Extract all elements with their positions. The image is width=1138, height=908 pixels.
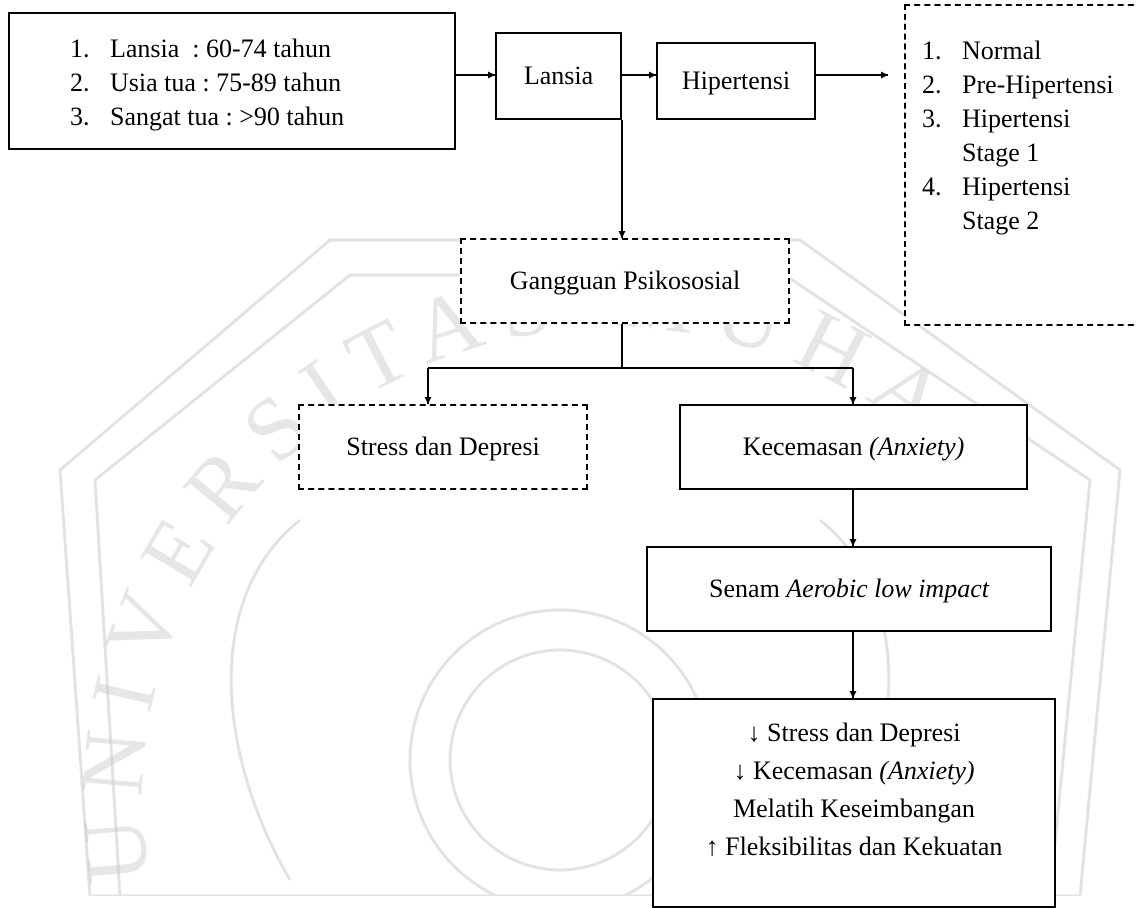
psikososial-box: Gangguan Psikososial — [460, 238, 790, 324]
stress-depresi-box: Stress dan Depresi — [298, 404, 588, 490]
lansia-box: Lansia — [495, 32, 622, 120]
age-category-box: 1.Lansia : 60-74 tahun 2.Usia tua : 75-8… — [8, 12, 456, 150]
outcome-flexibility-line: ↑ Fleksibilitas dan Kekuatan — [705, 832, 1003, 861]
stage-item-1: 1.Normal — [922, 36, 1042, 65]
watermark-outline — [58, 238, 1122, 896]
stress-depresi-label: Stress dan Depresi — [346, 432, 540, 461]
outcome-balance-line: Melatih Keseimbangan — [733, 794, 975, 823]
stage-item-4: 4.Hipertensi Stage 2 — [922, 172, 1071, 235]
psikososial-label: Gangguan Psikososial — [509, 266, 741, 295]
hipertensi-label: Hipertensi — [681, 66, 791, 95]
age-item-3: 3.Sangat tua : >90 tahun — [70, 102, 345, 131]
outcome-box: ↓ Stress dan Depresi ↓ Kecemasan (Anxiet… — [652, 698, 1056, 908]
down-arrow-icon: ↓ — [733, 756, 747, 785]
anxiety-label: Kecemasan (Anxiety) — [742, 432, 965, 461]
hipertensi-box: Hipertensi — [656, 42, 816, 120]
up-arrow-icon: ↑ — [705, 832, 719, 861]
age-item-1: 1.Lansia : 60-74 tahun — [70, 34, 331, 63]
stage-item-2: 2.Pre-Hipertensi — [922, 70, 1114, 99]
outcome-anxiety-line: ↓ Kecemasan (Anxiety) — [733, 756, 975, 785]
hypertension-stage-box: 1.Normal 2.Pre-Hipertensi 3.Hipertensi S… — [904, 4, 1138, 326]
stage-item-3: 3.Hipertensi Stage 1 — [922, 104, 1071, 167]
down-arrow-icon: ↓ — [747, 718, 761, 747]
senam-aerobic-box: Senam Aerobic low impact — [646, 546, 1052, 632]
lansia-label: Lansia — [523, 61, 594, 90]
outcome-stress-line: ↓ Stress dan Depresi — [747, 718, 961, 747]
watermark-leaves — [229, 518, 301, 881]
senam-label: Senam Aerobic low impact — [709, 574, 989, 603]
age-item-2: 2.Usia tua : 75-89 tahun — [70, 68, 342, 97]
anxiety-box: Kecemasan (Anxiety) — [679, 404, 1028, 490]
